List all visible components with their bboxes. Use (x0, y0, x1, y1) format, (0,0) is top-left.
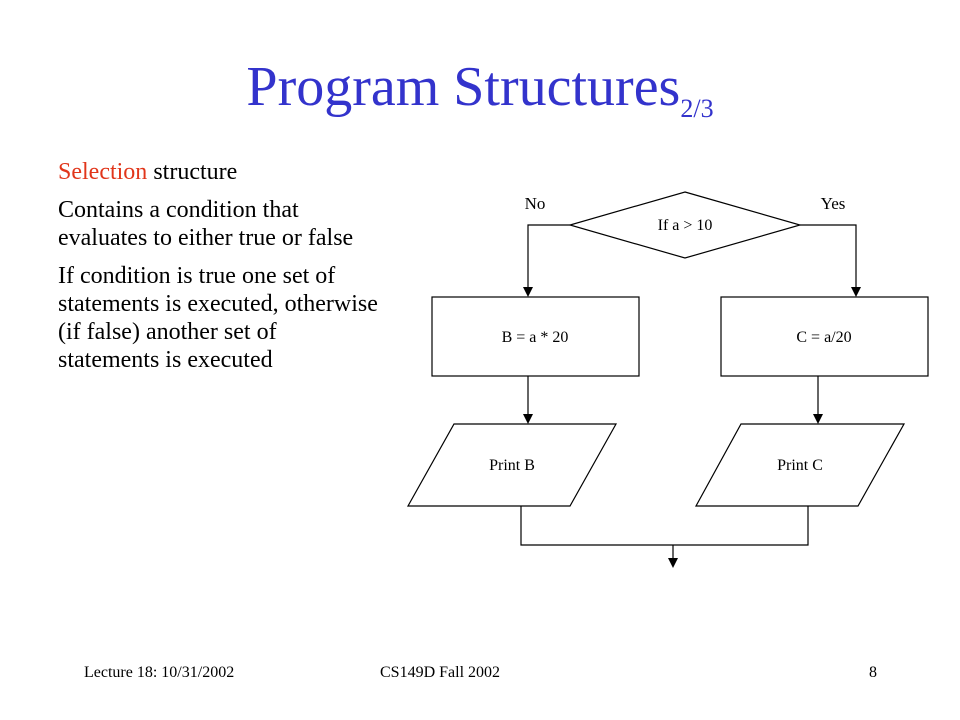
decision-diamond (567, 191, 803, 259)
title-main: Program Structures (246, 56, 681, 118)
heading-accent: Selection (58, 159, 148, 185)
merge-connector (520, 506, 809, 546)
output-text-left: Print B (489, 457, 535, 474)
paragraph-condition: Contains a condition that evaluates to e… (58, 197, 354, 251)
output-text-right: Print C (777, 457, 823, 474)
section-heading: Selection structure (58, 158, 378, 186)
arrowhead-yes-branch (851, 287, 861, 297)
paragraph-branches: If condition is true one set of statemen… (58, 263, 378, 373)
output-parallelogram-left (406, 423, 618, 507)
connector-yes-branch (800, 224, 857, 289)
process-text-left: B = a * 20 (502, 329, 569, 346)
branch-label-no: No (525, 194, 546, 213)
decision-text: If a > 10 (658, 217, 713, 234)
heading-rest: structure (147, 159, 238, 185)
body-text: Selection structure Contains a condition… (58, 158, 378, 384)
process-text-right: C = a/20 (796, 329, 851, 346)
output-parallelogram-right (694, 423, 906, 507)
slide-title: Program Structures2/3 (0, 55, 960, 141)
process-box-right (720, 296, 929, 377)
arrowhead-no-branch (523, 287, 533, 297)
title-subscript: 2/3 (680, 94, 714, 124)
exit-arrowhead (668, 558, 678, 568)
arrowhead-left-output (523, 414, 533, 424)
footer-lecture-date: Lecture 18: 10/31/2002 (84, 664, 235, 681)
process-box-left (431, 296, 640, 377)
footer-course: CS149D Fall 2002 (380, 664, 501, 681)
connector-no-branch (527, 224, 570, 289)
branch-label-yes: Yes (821, 194, 846, 213)
arrowhead-right-output (813, 414, 823, 424)
footer-page-number: 8 (869, 664, 877, 681)
